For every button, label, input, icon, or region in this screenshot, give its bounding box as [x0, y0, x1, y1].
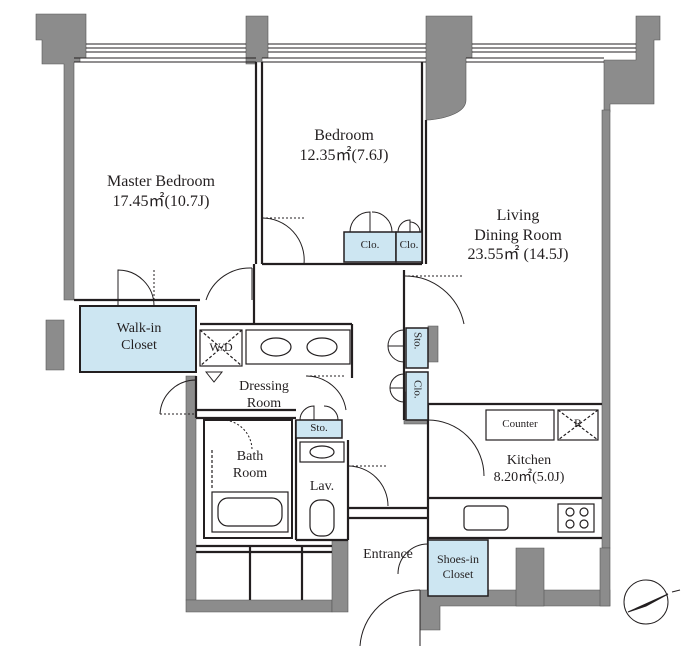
living-name-2: Dining Room — [474, 226, 562, 244]
label-lavatory: Lav. — [300, 478, 344, 495]
kitchen-name: Kitchen — [506, 453, 552, 468]
label-storage-living-1: Sto. — [411, 332, 424, 350]
shoes-in-closet-name-1: Shoes-in — [437, 552, 479, 566]
bath-room-name-2: Room — [232, 466, 268, 482]
label-entrance: Entrance — [350, 546, 426, 563]
living-name-1: Living — [496, 207, 540, 224]
label-master-bedroom: Master Bedroom 17.45㎡(10.7J) — [86, 172, 236, 211]
label-storage-dressing: Sto. — [310, 422, 328, 434]
lavatory-name: Lav. — [309, 479, 335, 494]
dressing-room-name-1: Dressing — [239, 379, 289, 394]
label-bath-room: Bath Room — [218, 448, 282, 482]
living-area: 23.55㎡ (14.5J) — [467, 246, 569, 264]
lav-fixtures — [299, 441, 345, 537]
label-counter: Counter — [502, 418, 538, 430]
window-lines — [74, 43, 636, 63]
entrance-name: Entrance — [363, 547, 413, 562]
label-storage-living-2: Clo. — [411, 380, 424, 399]
label-shoes-in-closet: Shoes-in Closet — [428, 552, 488, 581]
bath-room-name-1: Bath — [236, 449, 264, 464]
label-washer: W/D — [209, 340, 233, 354]
bedroom-area: 12.35㎡(7.6J) — [299, 146, 389, 164]
master-bedroom-area: 17.45㎡(10.7J) — [112, 192, 210, 210]
walk-in-closet-name-2: Closet — [121, 338, 157, 354]
label-walk-in-closet: Walk-in Closet — [84, 320, 194, 354]
bedroom-name: Bedroom — [314, 127, 374, 144]
label-refrigerator: R — [573, 416, 582, 430]
master-bedroom-name: Master Bedroom — [107, 173, 215, 190]
interior-walls — [74, 62, 602, 600]
storage-units — [295, 231, 489, 597]
vanity — [245, 329, 351, 365]
doors — [117, 211, 485, 647]
label-dressing-room: Dressing Room — [222, 378, 306, 412]
walk-in-closet-name-1: Walk-in — [116, 321, 162, 336]
kitchen-area: 8.20㎡(5.0J) — [493, 470, 565, 486]
label-living-dining: Living Dining Room 23.55㎡ (14.5J) — [440, 206, 596, 265]
kitchen-fixtures — [463, 409, 599, 533]
exterior-walls — [35, 13, 661, 631]
label-kitchen: Kitchen 8.20㎡(5.0J) — [470, 452, 588, 486]
bathtub — [211, 450, 289, 533]
label-closet-2: Clo. — [399, 239, 419, 251]
washer-box — [199, 329, 243, 367]
shoes-in-closet-name-2: Closet — [442, 566, 474, 581]
label-closet-1: Clo. — [360, 239, 380, 251]
label-bedroom: Bedroom 12.35㎡(7.6J) — [274, 126, 414, 165]
north-compass-icon — [623, 579, 681, 625]
dressing-room-name-2: Room — [246, 396, 282, 412]
